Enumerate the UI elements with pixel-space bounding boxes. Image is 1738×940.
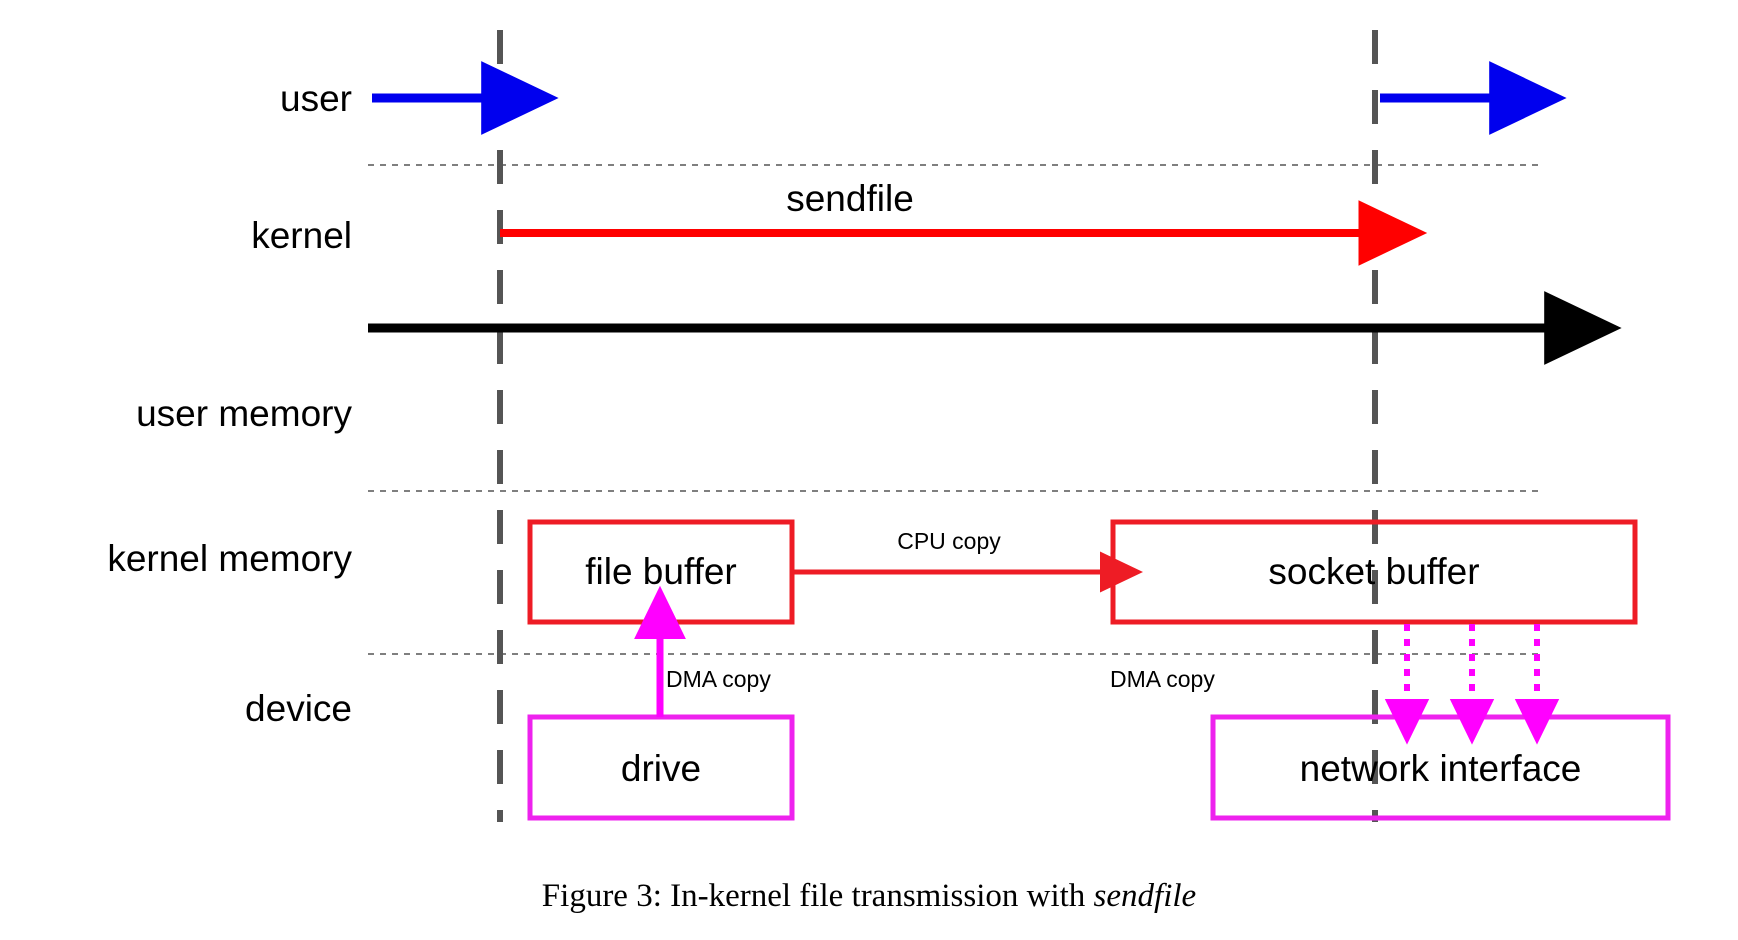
network-interface-box[interactable] [1210,714,1671,821]
drive-label: drive [620,748,702,789]
lane-label-user-memory: user memory [136,393,352,434]
lane-separators [368,164,1540,655]
lane-label-device: device [245,688,352,729]
figure-caption-emphasis: sendfile [1093,878,1197,914]
cpu-copy-label: CPU copy [897,528,1001,554]
dma-copy-nic-arrows [1384,624,1560,745]
lane-label-kernel-memory: kernel memory [107,538,352,579]
lane-label-kernel: kernel [251,215,352,256]
file-buffer-label: file buffer [585,551,737,592]
network-interface-label: network interface [1299,748,1582,789]
sendfile-label: sendfile [786,178,914,219]
dma-copy-nic-label: DMA copy [1110,666,1215,692]
figure-caption: Figure 3: In-kernel file transmission wi… [0,880,1738,913]
lane-label-user: user [280,78,352,119]
lifelines [497,30,1378,822]
figure-caption-prefix: Figure 3: In-kernel file transmission wi… [541,878,1094,914]
socket-buffer-label: socket buffer [1268,551,1480,592]
dma-copy-drive-label: DMA copy [666,666,771,692]
